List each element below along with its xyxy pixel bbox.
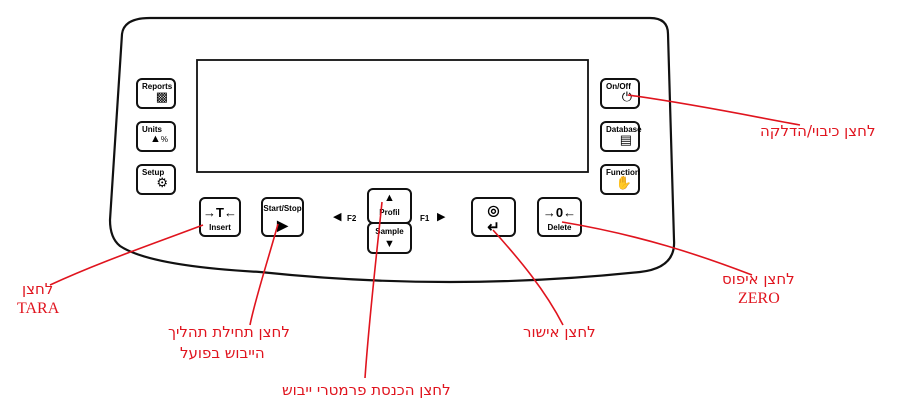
- confirm-callout: לחצן אישור: [523, 323, 596, 341]
- touch-hand-icon: ✋: [615, 175, 632, 190]
- tara-symbol: →T←: [203, 205, 237, 220]
- tara-button[interactable]: →T← Insert: [199, 197, 241, 237]
- report-doc-icon: ▩: [155, 89, 168, 104]
- onoff-label: On/Off: [606, 82, 631, 91]
- sample-button[interactable]: Sample ▼: [367, 222, 412, 254]
- f1-label: F1: [420, 214, 430, 223]
- profil-button[interactable]: ▲ Profil: [367, 188, 412, 224]
- profil-label: Profil: [379, 208, 400, 217]
- tara-callout-line1: לחצן: [22, 280, 54, 298]
- function-button[interactable]: Function ✋: [600, 164, 640, 195]
- onoff-button[interactable]: On/Off ⏻: [600, 78, 640, 109]
- print-icon: ◎: [487, 202, 500, 218]
- play-icon: ▶: [277, 217, 288, 233]
- params-callout: לחצן הכנסת פרמטרי ייבוש: [282, 381, 451, 399]
- zero-callout-line2: ZERO: [738, 290, 780, 307]
- power-icon: ⏻: [621, 89, 632, 104]
- zero-callout-line1: לחצן איפוס: [722, 270, 795, 288]
- enter-button[interactable]: ◎ ↵: [471, 197, 516, 237]
- right-arrow-icon[interactable]: ▶: [437, 211, 446, 223]
- tara-callout-line2: TARA: [17, 300, 60, 317]
- units-label: Units: [142, 125, 162, 134]
- percent-glyph: %: [160, 135, 168, 144]
- onoff-callout: לחצן כיבוי/הדלקה: [760, 122, 876, 140]
- sample-label: Sample: [375, 227, 404, 236]
- database-icon: ▤: [619, 132, 632, 147]
- units-button[interactable]: Units ▲%: [136, 121, 176, 152]
- reports-button[interactable]: Reports ▩: [136, 78, 176, 109]
- setup-button[interactable]: Setup ⚙: [136, 164, 176, 195]
- gear-icon: ⚙: [156, 175, 168, 190]
- left-arrow-icon[interactable]: ◀: [333, 211, 342, 223]
- database-label: Database: [606, 125, 642, 134]
- start-callout-line1: לחצן תחילת תהליך: [168, 323, 290, 341]
- reports-label: Reports: [142, 82, 173, 91]
- database-button[interactable]: Database ▤: [600, 121, 642, 152]
- zero-button[interactable]: →0← Delete: [537, 197, 582, 237]
- enter-arrow-icon: ↵: [487, 219, 500, 236]
- display-screen: [196, 59, 589, 173]
- tara-insert-label: Insert: [209, 223, 231, 232]
- down-arrow-icon: ▼: [384, 238, 395, 250]
- start-stop-button[interactable]: Start/Stop ▶: [261, 197, 304, 237]
- up-arrow-icon: ▲: [384, 192, 395, 204]
- function-label: Function: [606, 168, 640, 177]
- start-callout-line2: הייבוש בפועל: [180, 344, 265, 362]
- setup-label: Setup: [142, 168, 165, 177]
- weight-icon: ▲%: [149, 133, 168, 145]
- f2-label: F2: [347, 214, 357, 223]
- zero-delete-label: Delete: [547, 223, 572, 232]
- start-stop-label: Start/Stop: [263, 204, 302, 213]
- zero-symbol: →0←: [542, 205, 577, 220]
